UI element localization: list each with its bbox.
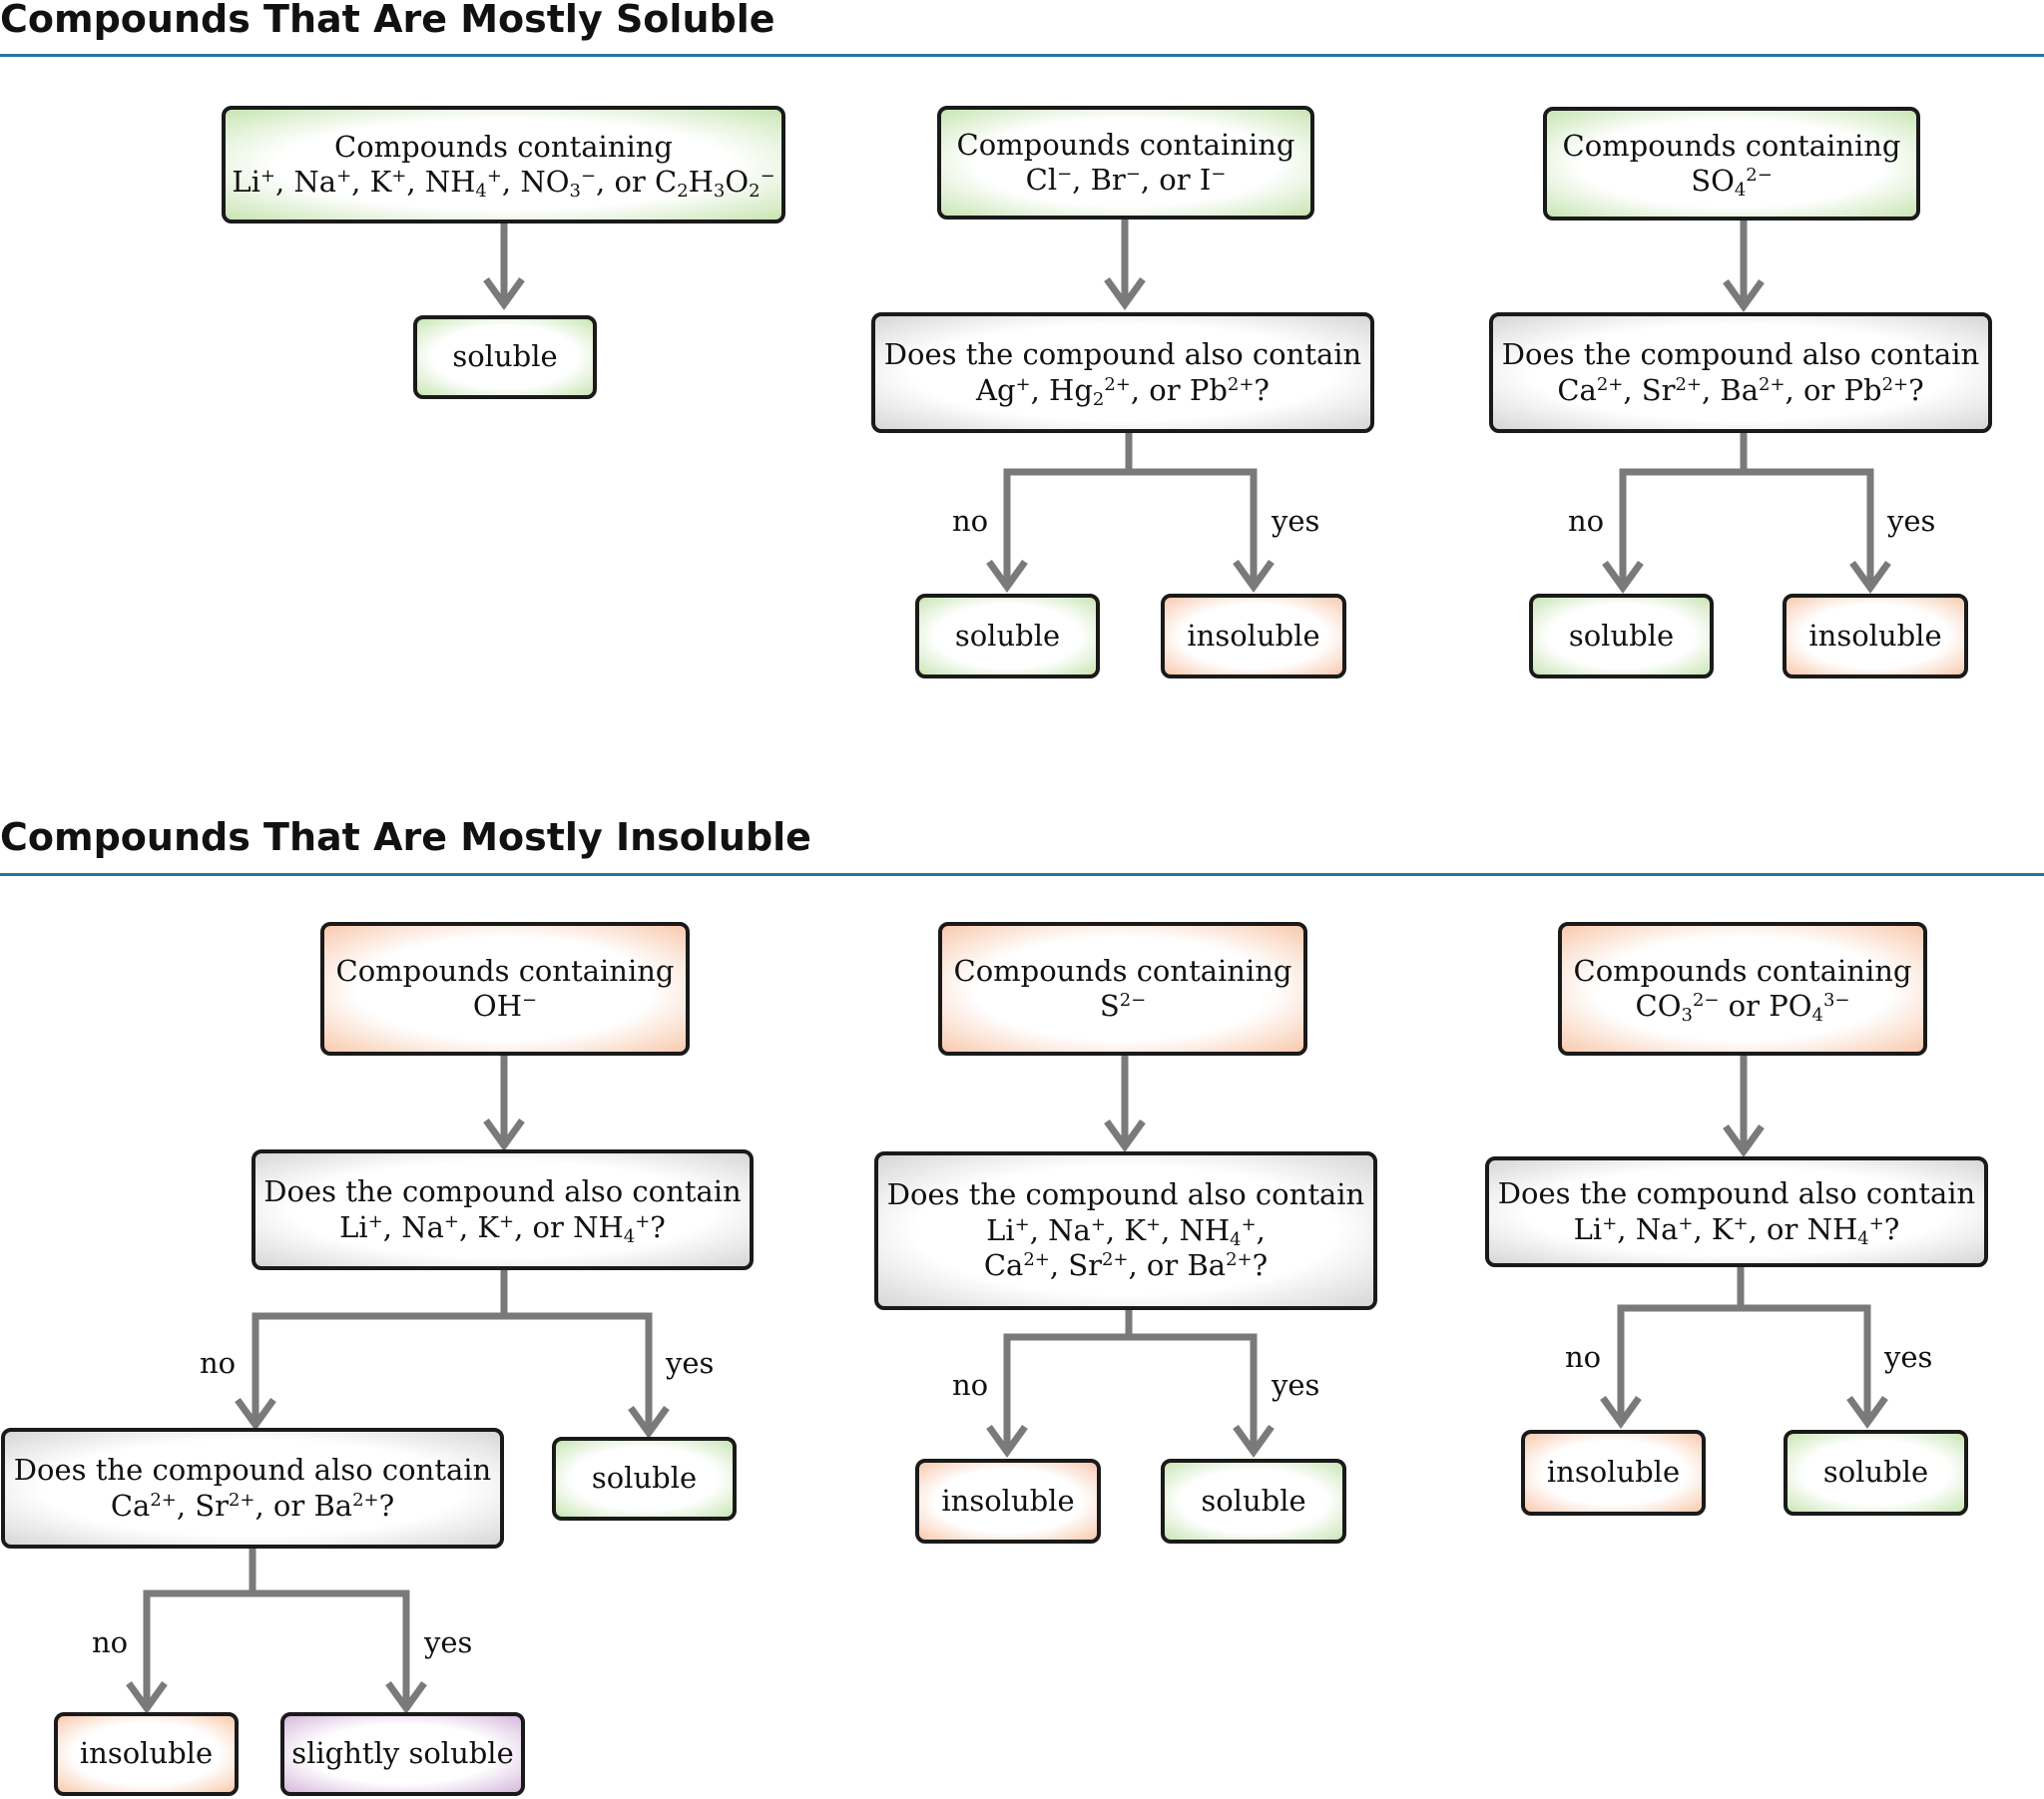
outcome-insoluble: insoluble xyxy=(1161,594,1346,678)
arrowhead xyxy=(1602,560,1644,594)
arrowhead xyxy=(1233,559,1275,593)
arrowhead xyxy=(385,1680,427,1714)
start-box-sulfide: Compounds containing S2− xyxy=(938,922,1307,1056)
connector-branch xyxy=(143,1548,410,1708)
branch-label-no: no xyxy=(92,1625,129,1659)
start-box-sulfate: Compounds containing SO42− xyxy=(1543,107,1920,221)
outcome-insoluble: insoluble xyxy=(1521,1430,1706,1516)
arrowhead xyxy=(483,276,525,310)
question-box-sulfate: Does the compound also contain Ca2+, Sr2… xyxy=(1489,312,1992,433)
outcome-soluble: soluble xyxy=(1784,1430,1968,1516)
branch-label-no: no xyxy=(952,504,989,538)
branch-label-yes: yes xyxy=(1272,1368,1320,1402)
question-box-hydroxide: Does the compound also contain Li+, Na+,… xyxy=(252,1149,754,1270)
insoluble-section-heading: Compounds That Are Mostly Insoluble xyxy=(0,815,811,859)
start-box-halides: Compounds containing Cl−, Br−, or I− xyxy=(937,106,1314,220)
branch-label-no: no xyxy=(1568,504,1605,538)
soluble-section-heading: Compounds That Are Mostly Soluble xyxy=(0,0,775,41)
connector-branch xyxy=(1003,431,1258,587)
arrowhead xyxy=(483,1118,525,1151)
arrowhead xyxy=(1104,1119,1146,1152)
arrowhead xyxy=(1104,276,1146,310)
start-box-alkali-nitrate-acetate: Compounds containing Li+, Na+, K+, NH4+,… xyxy=(222,106,785,224)
question-box-halides: Does the compound also contain Ag+, Hg22… xyxy=(871,312,1374,433)
outcome-soluble: soluble xyxy=(1161,1459,1346,1544)
arrowhead xyxy=(986,559,1028,593)
outcome-insoluble: insoluble xyxy=(915,1459,1101,1544)
connector-branch xyxy=(1619,431,1874,588)
start-box-carbonate-phosphate: Compounds containing CO32− or PO43− xyxy=(1558,922,1927,1056)
question-box-alkaline-earth: Does the compound also contain Ca2+, Sr2… xyxy=(1,1428,504,1549)
arrowhead xyxy=(1233,1424,1275,1458)
outcome-slightly-soluble: slightly soluble xyxy=(280,1712,525,1796)
arrowhead xyxy=(1846,1395,1888,1429)
connector-branch xyxy=(252,1269,653,1433)
branch-label-yes: yes xyxy=(1887,504,1936,538)
branch-label-yes: yes xyxy=(424,1625,473,1659)
arrowhead xyxy=(126,1680,168,1714)
branch-label-yes: yes xyxy=(1272,504,1320,538)
arrowhead xyxy=(1600,1395,1642,1429)
outcome-soluble: soluble xyxy=(915,594,1100,678)
branch-label-yes: yes xyxy=(1884,1340,1933,1374)
branch-label-yes: yes xyxy=(666,1346,715,1380)
connector-branch xyxy=(1003,1309,1258,1452)
arrowhead xyxy=(1723,1124,1765,1157)
arrowhead xyxy=(628,1405,670,1439)
arrowhead xyxy=(1723,278,1765,312)
outcome-soluble: soluble xyxy=(1529,594,1714,678)
branch-label-no: no xyxy=(1565,1340,1602,1374)
outcome-soluble: soluble xyxy=(552,1437,737,1521)
branch-label-no: no xyxy=(200,1346,237,1380)
connector-branch xyxy=(1617,1266,1871,1423)
question-box-sulfide: Does the compound also contain Li+, Na+,… xyxy=(874,1151,1377,1310)
arrowhead xyxy=(235,1397,276,1431)
branch-label-no: no xyxy=(952,1368,989,1402)
question-box-carbonate-phosphate: Does the compound also contain Li+, Na+,… xyxy=(1485,1156,1988,1267)
outcome-soluble: soluble xyxy=(413,315,597,399)
outcome-insoluble: insoluble xyxy=(1783,594,1968,678)
arrowhead xyxy=(986,1424,1028,1458)
outcome-insoluble: insoluble xyxy=(54,1712,239,1796)
soluble-section-rule xyxy=(0,54,2044,57)
start-box-hydroxide: Compounds containing OH− xyxy=(320,922,690,1056)
insoluble-section-rule xyxy=(0,873,2044,876)
arrowhead xyxy=(1849,560,1891,594)
